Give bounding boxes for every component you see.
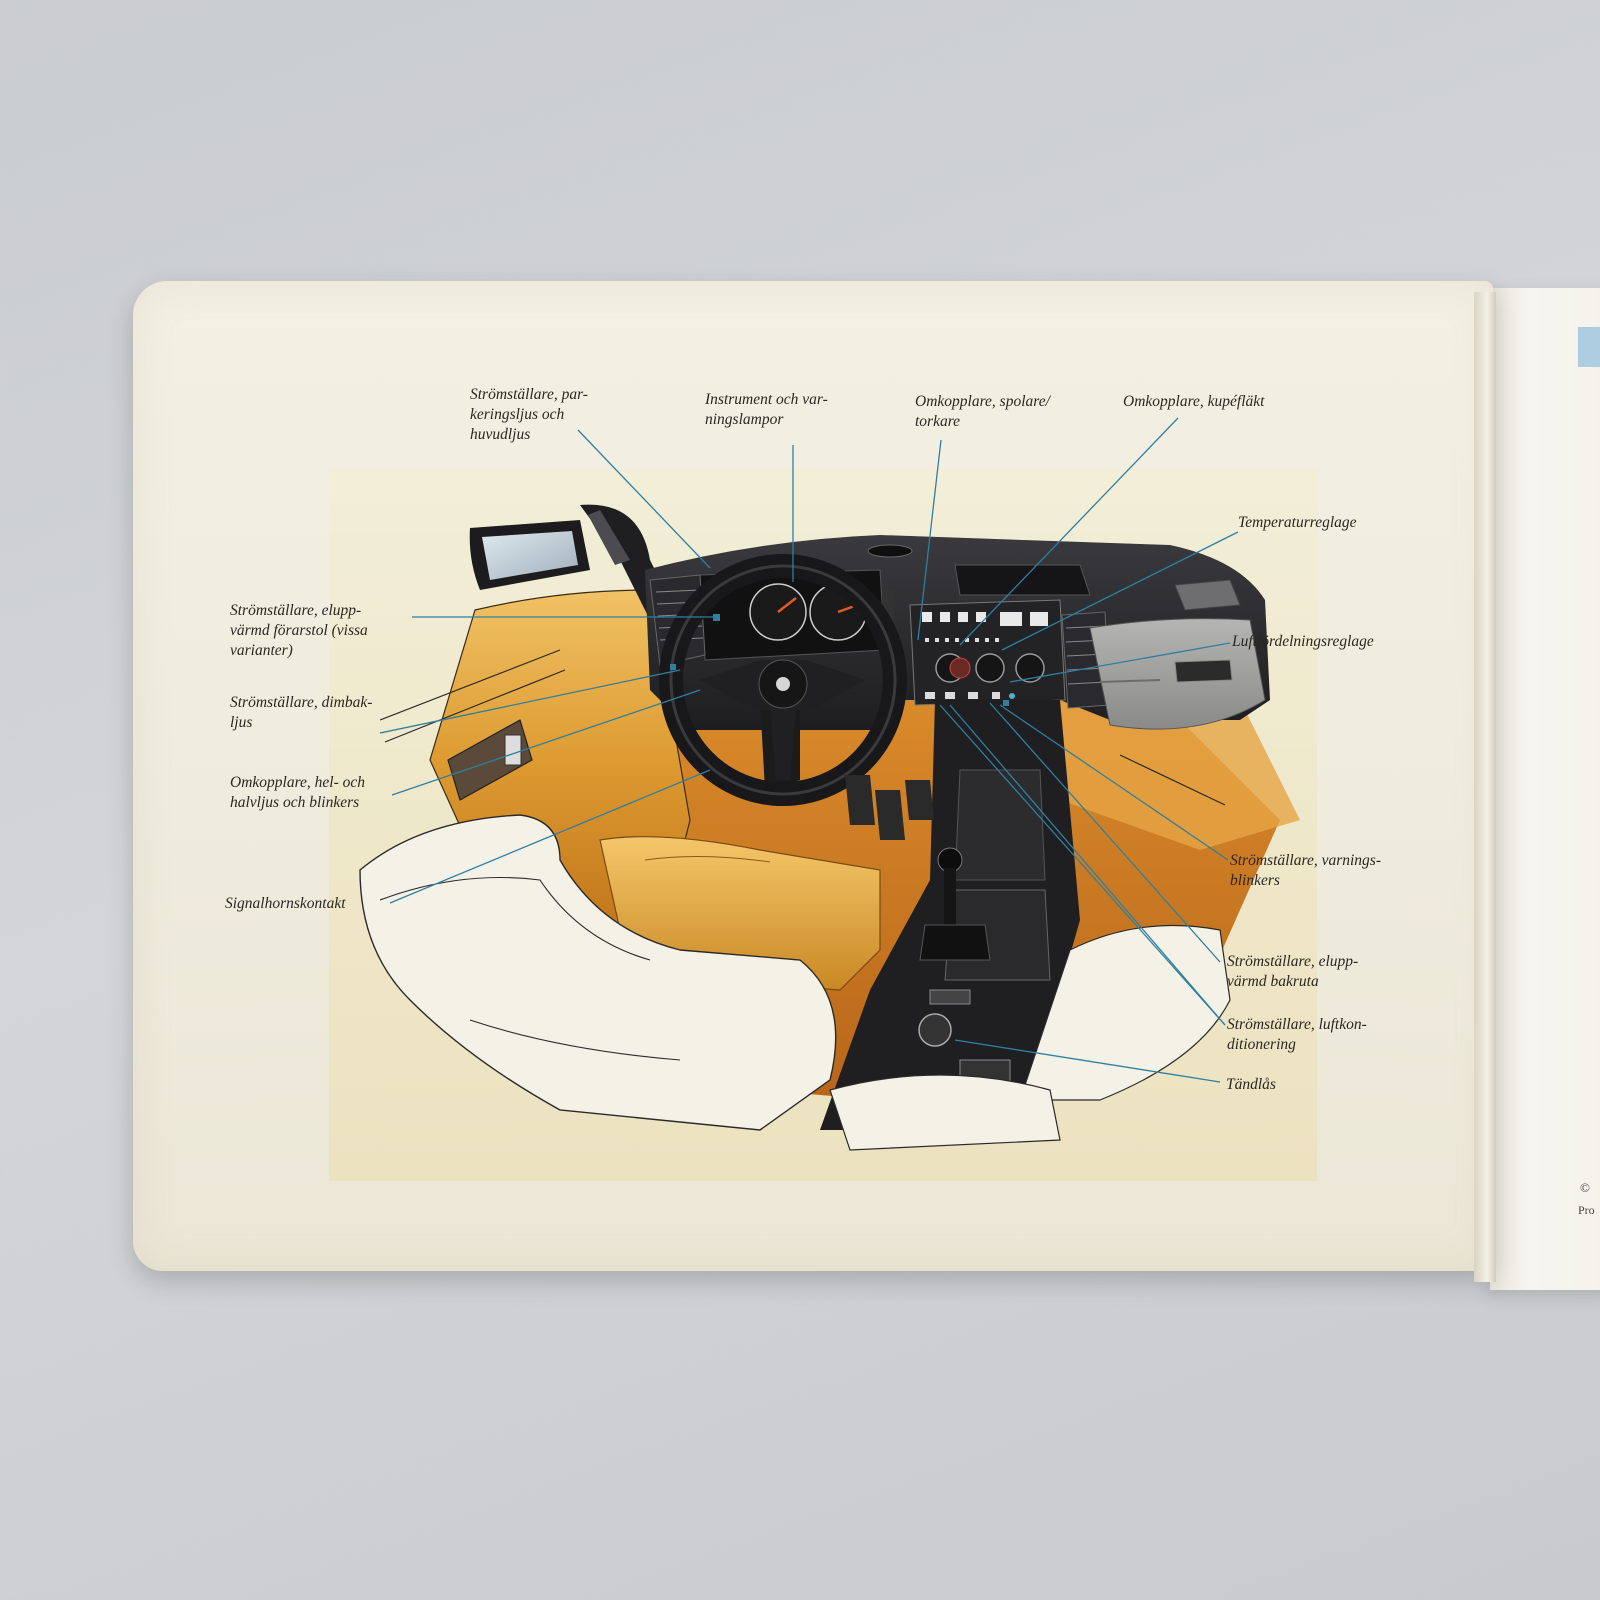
label-horn: Signalhornskontakt — [225, 895, 346, 912]
copyright-fragment: © — [1580, 1180, 1590, 1195]
label-temperature-control: Temperaturreglage — [1238, 514, 1357, 531]
label-fan-switch: Omkopplare, kupéfläkt — [1123, 393, 1265, 410]
label-parking-light-switch: Strömställare, par- keringsljus och huvu… — [470, 386, 588, 443]
label-rear-window-heater-switch: Strömställare, elupp- värmd bakruta — [1227, 953, 1359, 990]
blue-section-tab — [1578, 327, 1600, 367]
label-hazard-switch: Strömställare, varnings- blinkers — [1230, 852, 1381, 889]
label-heated-seat-switch: Strömställare, elupp- värmd förarstol (v… — [230, 602, 368, 659]
label-headlight-indicator-switch: Omkopplare, hel- och halvljus och blinke… — [230, 774, 366, 811]
label-ac-switch: Strömställare, luftkon- ditionering — [1227, 1016, 1367, 1053]
right-page — [1490, 288, 1600, 1290]
front-seat-outline — [359, 814, 837, 1131]
label-ignition-lock: Tändlås — [1226, 1076, 1276, 1093]
label-fog-light-switch: Strömställare, dimbak- ljus — [230, 694, 373, 731]
booklet-spine — [1474, 292, 1496, 1282]
label-wiper-switch: Omkopplare, spolare/ torkare — [915, 393, 1050, 430]
print-fragment: Pro — [1578, 1203, 1595, 1217]
label-air-distribution-control: Luftfördelningsreglage — [1232, 633, 1374, 650]
leader-lines — [379, 417, 1239, 1083]
ignition — [918, 1013, 952, 1047]
label-instruments: Instrument och var- ningslampor — [705, 391, 828, 428]
